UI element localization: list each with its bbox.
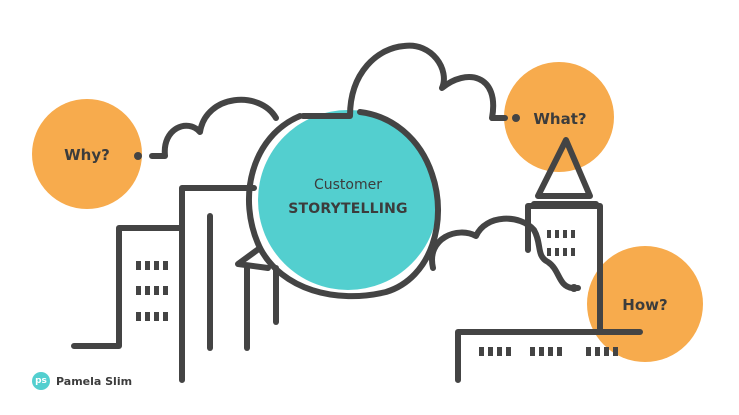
what-label: What? <box>533 110 587 128</box>
center-label-customer: Customer <box>313 177 382 193</box>
left-tower-outline <box>179 185 257 231</box>
window <box>145 312 150 321</box>
window <box>154 312 159 321</box>
window <box>571 248 575 256</box>
window <box>557 347 562 356</box>
window <box>136 286 141 295</box>
window <box>586 347 591 356</box>
right-tower-roof <box>535 137 593 199</box>
window <box>136 261 141 270</box>
window <box>613 347 618 356</box>
window <box>548 347 553 356</box>
window <box>145 286 150 295</box>
window <box>163 261 168 270</box>
what-connector-dot <box>512 114 520 122</box>
window <box>497 347 502 356</box>
window <box>555 230 559 238</box>
storytelling-circle <box>258 110 438 290</box>
left-cloud-outline <box>149 96 279 159</box>
brand-name: Pamela Slim <box>56 374 133 388</box>
what-bubble <box>504 62 614 172</box>
right-low-building <box>455 329 643 383</box>
window <box>547 248 551 256</box>
why-connector-dot <box>134 152 142 160</box>
brand-logo: ps <box>32 372 50 390</box>
window <box>539 347 544 356</box>
window <box>547 230 551 238</box>
window <box>154 261 159 270</box>
window <box>604 347 609 356</box>
window <box>530 347 535 356</box>
why-bubble <box>32 99 142 209</box>
window <box>555 248 559 256</box>
window <box>571 230 575 238</box>
right-cloud-outline <box>429 215 581 291</box>
window <box>479 347 484 356</box>
ring-tail <box>235 245 271 271</box>
brand-signature: ps Pamela Slim <box>32 372 132 390</box>
window <box>488 347 493 356</box>
window <box>163 286 168 295</box>
window <box>145 261 150 270</box>
how-connector-dot <box>570 284 578 292</box>
window <box>595 347 600 356</box>
window <box>154 286 159 295</box>
window <box>163 312 168 321</box>
window <box>563 230 567 238</box>
window <box>506 347 511 356</box>
left-building-outline <box>71 225 185 383</box>
how-label: How? <box>622 296 668 314</box>
why-label: Why? <box>64 146 110 164</box>
window <box>136 312 141 321</box>
center-label-storytelling: STORYTELLING <box>288 201 408 217</box>
window <box>563 248 567 256</box>
top-cloud-outline <box>300 42 508 121</box>
